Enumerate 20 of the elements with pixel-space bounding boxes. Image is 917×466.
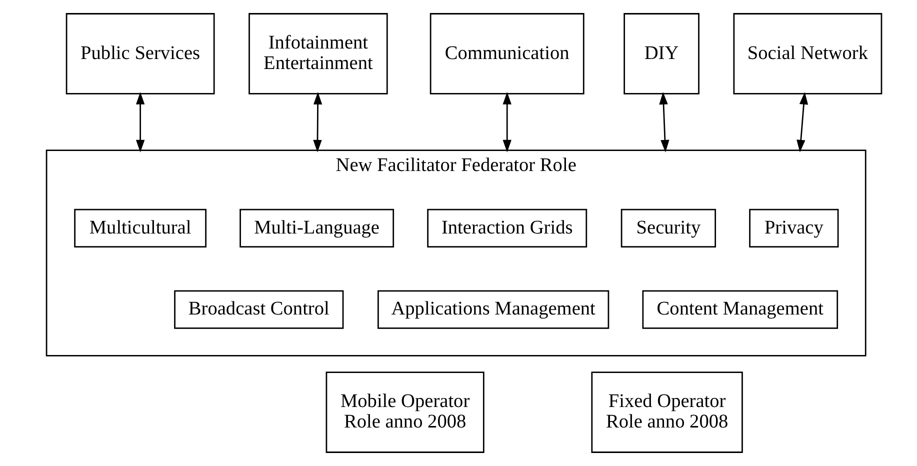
- arrow: [313, 92, 322, 152]
- node-box: Broadcast Control: [174, 290, 344, 329]
- node-box: Fixed Operator Role anno 2008: [591, 372, 743, 453]
- node-box: Public Services: [66, 13, 215, 94]
- node-box: Interaction Grids: [427, 208, 588, 248]
- arrow: [136, 92, 145, 152]
- node-box: Infotainment Entertainment: [248, 13, 388, 94]
- arrow: [659, 92, 670, 152]
- node-box: Multi-Language: [240, 208, 394, 248]
- arrow: [502, 92, 512, 152]
- node-box: Privacy: [749, 208, 839, 248]
- node-box: Content Management: [642, 290, 838, 329]
- node-box: Communication: [430, 13, 584, 94]
- node-box: Social Network: [733, 13, 882, 94]
- node-box: Mobile Operator Role anno 2008: [326, 372, 484, 453]
- arrow: [796, 92, 808, 152]
- node-box: Security: [620, 208, 716, 248]
- node-box: DIY: [624, 13, 700, 94]
- node-box: Multicultural: [74, 208, 206, 248]
- node-box: Applications Management: [378, 290, 610, 329]
